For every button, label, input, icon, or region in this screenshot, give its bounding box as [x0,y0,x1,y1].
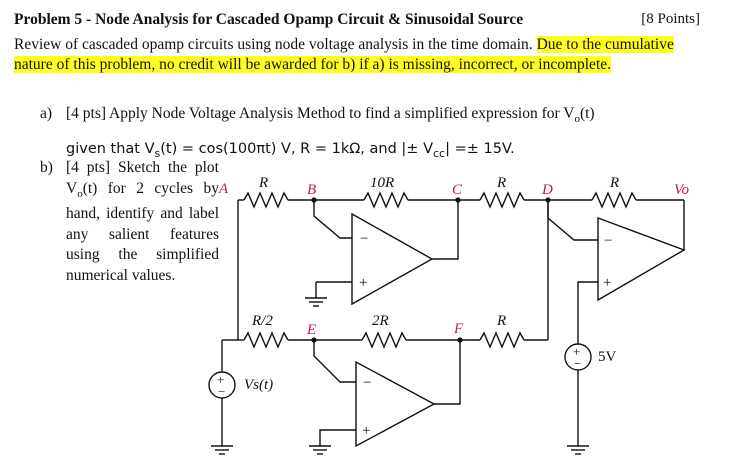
resistor-r-ae [243,331,289,349]
opamp2-minus: − [604,233,612,249]
part-b: b) [4 pts] Sketch the plot Vo(t) for 2 cy… [40,158,219,286]
node-label-b: B [307,182,316,198]
node-label-d: D [541,182,553,198]
label-r-ab: R [258,175,268,191]
resistor-r-bc [363,191,409,209]
resistor-r-fd [479,331,525,349]
resistor-r-ef [361,331,407,349]
opamp-2 [597,216,686,302]
resistor-r-ab [243,191,289,209]
resistor-r-do [591,191,637,209]
label-r-bc: 10R [370,175,394,191]
dc-plus: + [573,344,580,359]
part-a-line2: given that Vs(t) = cos(100πt) V, R = 1kΩ… [66,141,515,160]
opamp-1 [351,212,434,306]
node-dots [311,197,551,343]
problem-points: [8 Points] [641,11,700,27]
node-label-f: F [453,321,464,337]
label-r-ae: R/2 [251,313,273,329]
part-a: a) [4 pts] Apply Node Voltage Analysis Me… [40,99,705,169]
label-r-fd: R [496,313,506,329]
vs-minus: − [218,384,225,399]
resistor-r-cd [479,191,525,209]
opamp-3 [355,360,436,448]
label-r-do: R [609,175,619,191]
node-label-e: E [306,322,316,338]
node-label-a: A [218,181,229,197]
node-label-vo: Vo [674,182,690,198]
label-r-ef: 2R [372,313,389,329]
label-5v: 5V [598,349,617,365]
vs-plus: + [217,372,224,387]
part-a-line1: [4 pts] Apply Node Voltage Analysis Meth… [66,105,595,126]
intro-plain-text: Review of cascaded opamp circuits using … [14,36,537,53]
label-r-cd: R [496,175,506,191]
opamp1-minus: − [360,231,368,247]
problem-title: Problem 5 - Node Analysis for Cascaded O… [14,11,524,28]
dc-minus: − [574,356,581,371]
circuit-wires [208,191,686,455]
opamp2-plus: + [603,275,611,291]
opamp3-plus: + [362,423,370,439]
part-b-letter: b) [40,159,53,176]
opamp1-plus: + [359,275,367,291]
opamp3-minus: − [363,375,371,391]
label-vs: Vs(t) [244,377,273,393]
node-label-c: C [452,182,463,198]
part-b-text: [4 pts] Sketch the plot Vo(t) for 2 cycl… [66,159,219,284]
part-a-letter: a) [40,105,53,122]
intro-paragraph: Review of cascaded opamp circuits using … [14,35,702,75]
